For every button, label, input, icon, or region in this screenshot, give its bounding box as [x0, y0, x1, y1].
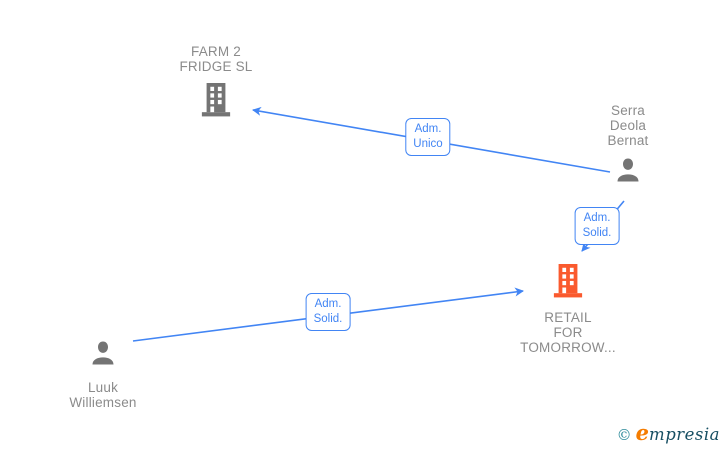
edge-label-adm-solid-middle: Adm. Solid.: [305, 293, 351, 331]
node-farm2fridge[interactable]: FARM 2 FRIDGE SL: [156, 44, 276, 122]
empresia-watermark: ©empresia: [616, 420, 720, 445]
building-icon: [552, 262, 584, 303]
person-icon: [613, 155, 643, 190]
node-serra-label: Serra Deola Bernat: [607, 103, 649, 148]
building-icon: [200, 81, 232, 122]
node-retail-label: RETAIL FOR TOMORROW...: [520, 310, 616, 355]
node-luuk-williemsen[interactable]: Luuk Williemsen: [43, 338, 163, 410]
node-luuk-label: Luuk Williemsen: [69, 380, 137, 410]
edge-label-adm-solid-right: Adm. Solid.: [574, 207, 620, 245]
node-farm2fridge-label: FARM 2 FRIDGE SL: [179, 44, 253, 74]
node-serra-deola-bernat[interactable]: Serra Deola Bernat: [568, 103, 688, 190]
person-icon: [88, 338, 118, 373]
edge-label-adm-unico: Adm. Unico: [405, 118, 451, 156]
copyright-symbol: ©: [616, 426, 632, 444]
brand-logo-initial: e: [635, 420, 650, 445]
brand-logo-text: mpresia: [649, 425, 720, 444]
node-retail-for-tomorrow[interactable]: RETAIL FOR TOMORROW...: [498, 262, 638, 355]
